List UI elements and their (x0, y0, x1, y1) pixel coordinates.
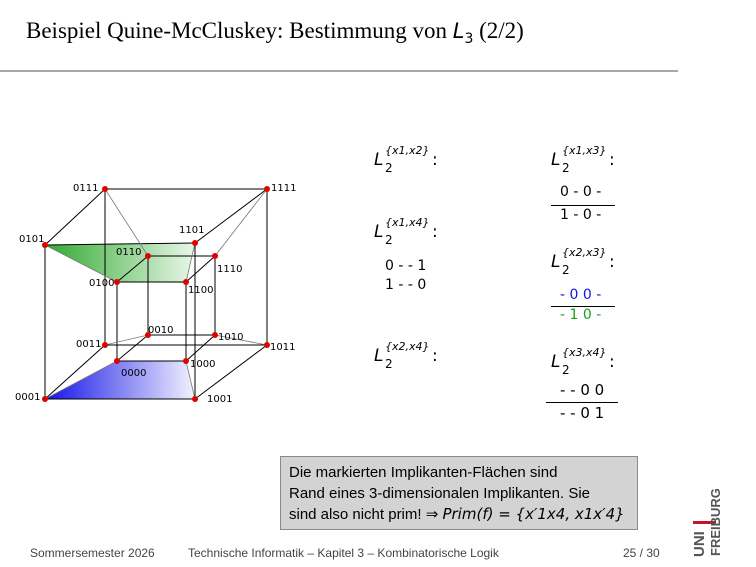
footer-page: 25 / 30 (623, 546, 660, 560)
row-x1x4-1: 1 - - 0 (385, 277, 427, 293)
note-line-2: Rand eines 3-dimensionalen Implikanten. … (289, 485, 591, 502)
label-1111: 1111 (271, 183, 296, 194)
row-x2x3-0: - 0 0 - (560, 287, 602, 303)
label-1000: 1000 (190, 359, 215, 370)
vertex-0001 (42, 396, 48, 402)
title-text: Beispiel Quine-McCluskey: Bestimmung von (26, 18, 453, 43)
vertex-1100 (183, 279, 189, 285)
row-x3x4-0: - - 0 0 (560, 381, 605, 399)
label-0011: 0011 (76, 339, 101, 350)
label-0111: 0111 (73, 183, 98, 194)
vertex-0111 (102, 186, 108, 192)
slide-title: Beispiel Quine-McCluskey: Bestimmung von… (26, 18, 524, 47)
row-x3x4-1: - - 0 1 (560, 404, 605, 422)
title-suffix: (2/2) (473, 18, 524, 43)
set-sup: {x1,x2} (385, 144, 430, 157)
label-0000: 0000 (121, 368, 146, 379)
note-line-1: Die markierten Implikanten-Flächen sind (289, 464, 558, 481)
label-0001: 0001 (15, 392, 40, 403)
row-x1x3-0: 0 - 0 - (560, 184, 602, 200)
row-x1x4-0: 0 - - 1 (385, 258, 427, 274)
vertex-0000 (114, 358, 120, 364)
uni-freiburg-logo: UNI FREIBURG (691, 488, 723, 557)
logo-city: FREIBURG (708, 488, 723, 556)
separator (551, 306, 615, 307)
set-label-x1x3: L {x1,x3} 2 : (551, 144, 615, 175)
vertex-0100 (114, 279, 120, 285)
boolean-cube-diagram: 0111 1111 0101 1101 0110 1110 0100 1100 … (15, 183, 296, 405)
title-math: L3 (452, 19, 474, 48)
set-label-x1x4: L {x1,x4} 2 : (374, 216, 438, 247)
note-line-3: sind also nicht prim! ⇒ Prim(f) = {x′1x4… (289, 505, 625, 523)
separator (551, 205, 615, 206)
label-0110: 0110 (116, 247, 141, 258)
note-box: Die markierten Implikanten-Flächen sind … (280, 456, 638, 530)
set-label-x3x4: L {x3,x4} 2 : (551, 346, 615, 377)
label-1100: 1100 (188, 285, 213, 296)
vertex-0010 (145, 332, 151, 338)
set-label-x2x4: L {x2,x4} 2 : (374, 340, 438, 371)
logo-uni: UNI (691, 531, 708, 557)
label-1011: 1011 (270, 342, 295, 353)
vertex-1010 (212, 332, 218, 338)
label-1110: 1110 (217, 264, 242, 275)
row-x1x3-1: 1 - 0 - (560, 207, 602, 223)
set-label-x1x2: L {x1,x2} 2 : (374, 144, 438, 175)
label-1101: 1101 (179, 225, 204, 236)
vertex-1101 (192, 240, 198, 246)
vertex-0011 (102, 342, 108, 348)
label-1010: 1010 (218, 332, 243, 343)
label-1001: 1001 (207, 394, 232, 405)
vertex-1011 (264, 342, 270, 348)
footer-semester: Sommersemester 2026 (30, 546, 155, 560)
label-0010: 0010 (148, 325, 173, 336)
footer-chapter: Technische Informatik – Kapitel 3 – Komb… (188, 546, 499, 560)
vertex-0110 (145, 253, 151, 259)
green-face (45, 243, 195, 283)
blue-face (45, 361, 195, 399)
prime-implicants-formula: Prim(f) = {x′1x4, x1x′4} (442, 505, 625, 523)
vertex-1000 (183, 358, 189, 364)
label-0100: 0100 (89, 278, 114, 289)
vertex-1111 (264, 186, 270, 192)
set-label-x2x3: L {x2,x3} 2 : (551, 246, 615, 277)
vertex-0101 (42, 242, 48, 248)
row-x2x3-1: - 1 0 - (560, 307, 602, 323)
label-0101: 0101 (19, 234, 44, 245)
title-rule (0, 70, 678, 72)
vertex-1110 (212, 253, 218, 259)
vertex-1001 (192, 396, 198, 402)
separator (546, 402, 618, 403)
